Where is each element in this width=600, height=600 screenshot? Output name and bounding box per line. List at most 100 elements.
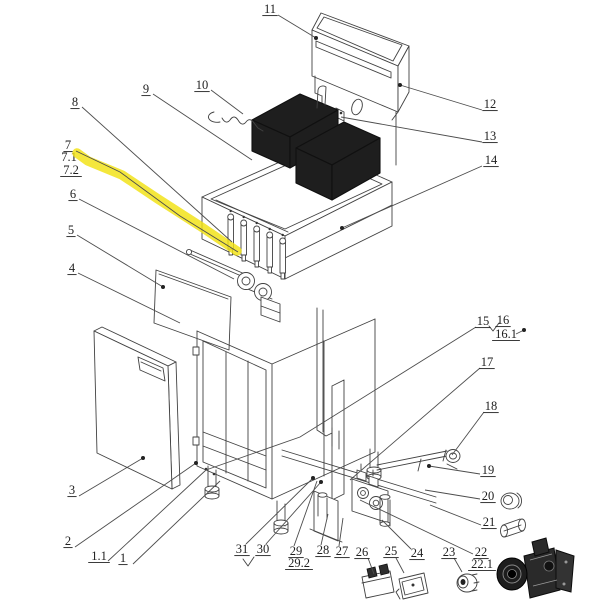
part-callout-24: 24: [381, 519, 425, 561]
part-callout-22: 22: [359, 499, 489, 560]
part-number-1: 1: [120, 551, 126, 565]
leader-line-13: [340, 116, 483, 143]
leader-line-5: [76, 234, 164, 288]
part-number-3: 3: [69, 483, 75, 497]
part-number-5: 5: [68, 223, 74, 237]
part-number-12: 12: [484, 97, 497, 111]
leader-line-21: [429, 504, 482, 526]
leader-dot-16.1: [522, 328, 526, 332]
part-number-7.2: 7.2: [63, 163, 79, 177]
part-callout-19: 19: [427, 463, 496, 478]
pilot-bracket: [309, 490, 343, 543]
leader-line-19: [428, 465, 481, 475]
inlet-elbow-part-18: [442, 449, 461, 470]
exploded-parts: [361, 492, 575, 600]
part-number-29: 29: [290, 544, 303, 558]
part-callout-9: 9: [141, 82, 253, 161]
door: [93, 326, 181, 490]
part-number-4: 4: [69, 261, 76, 275]
part-callout-25: 25: [383, 544, 405, 574]
leader-dot-12: [398, 83, 402, 87]
part-number-2: 2: [65, 534, 71, 548]
leader-line-4: [77, 272, 181, 324]
part-number-14: 14: [485, 153, 498, 167]
part-callout-28: 28: [315, 513, 331, 558]
part-callout-15: 15: [205, 314, 491, 471]
elbow-ring-part-20: [500, 492, 522, 510]
machine-artwork: [93, 12, 575, 600]
part-number-10: 10: [196, 78, 209, 92]
leader-dot-19: [427, 464, 431, 468]
basket-handle-coil: [208, 111, 264, 132]
leader-line-1.1: [107, 469, 207, 562]
part-callout-16.1: 16.1: [492, 327, 526, 342]
part-callout-31: 31: [234, 476, 315, 557]
part-callout-7: 7: [63, 138, 239, 253]
part-number-7: 7: [65, 138, 71, 152]
leader-line-12: [399, 84, 483, 111]
leader-line-22: [359, 499, 474, 555]
part-callout-1: 1: [118, 480, 221, 566]
tick-mark-31-30: [242, 556, 255, 567]
leader-line-28: [320, 513, 329, 546]
valve-stem: [240, 215, 248, 262]
leader-dot-30: [319, 480, 323, 484]
leader-line-7: [75, 150, 239, 253]
valve-stem: [279, 233, 287, 280]
drain-valve-assembly: [185, 248, 281, 323]
leader-line-30: [265, 481, 322, 545]
gas-control-valve-part-22: [496, 537, 575, 599]
part-number-6: 6: [70, 187, 76, 201]
part-callout-29.2: 29.2: [285, 556, 313, 571]
door-handle: [137, 356, 166, 382]
leader-line-11: [277, 14, 317, 39]
part-number-30: 30: [257, 542, 270, 556]
part-number-22: 22: [475, 545, 488, 559]
leader-line-27: [338, 517, 344, 547]
part-number-24: 24: [411, 546, 424, 560]
leader-line-17: [349, 367, 481, 481]
part-number-23: 23: [443, 545, 456, 559]
part-number-9: 9: [143, 82, 149, 96]
lower-plumbing: [281, 307, 437, 543]
part-number-26: 26: [356, 545, 369, 559]
leader-line-8: [81, 106, 233, 243]
hi-limit-switch-part-26: [361, 563, 395, 599]
grommet-part-23: [456, 573, 480, 593]
leader-line-20: [424, 489, 481, 500]
gas-valve-assembly: [351, 463, 389, 524]
part-number-19: 19: [482, 463, 495, 477]
leader-dot-5: [161, 285, 165, 289]
part-callout-23: 23: [441, 545, 463, 573]
part-callout-11: 11: [262, 2, 318, 40]
part-callout-18: 18: [451, 399, 499, 456]
part-number-31: 31: [236, 542, 249, 556]
part-number-29.2: 29.2: [288, 556, 310, 570]
part-number-16: 16: [497, 313, 510, 327]
part-number-16.1: 16.1: [495, 327, 517, 341]
leader-line-24: [381, 519, 412, 550]
part-callout-5: 5: [66, 223, 165, 289]
leader-dot-31: [311, 476, 315, 480]
part-number-13: 13: [484, 129, 497, 143]
part-callout-26: 26: [354, 545, 375, 575]
part-number-11: 11: [264, 2, 276, 16]
part-callout-20: 20: [424, 489, 496, 504]
fry-baskets: [208, 85, 381, 201]
part-callout-14: 14: [340, 153, 499, 230]
part-callout-29: 29: [288, 480, 318, 559]
gas-inlet-pipe: [376, 449, 461, 472]
leader-line-10: [210, 89, 244, 115]
part-number-17: 17: [481, 355, 494, 369]
leader-dot-11: [314, 36, 318, 40]
leader-line-14: [341, 165, 483, 229]
leader-line-18: [451, 411, 485, 456]
part-number-27: 27: [336, 544, 349, 558]
leader-line-9: [152, 93, 253, 161]
leader-line-2: [74, 462, 197, 548]
control-box-part-25: [395, 572, 429, 600]
leader-line-23: [453, 557, 463, 573]
thermostat-valve-bank: [227, 209, 287, 280]
